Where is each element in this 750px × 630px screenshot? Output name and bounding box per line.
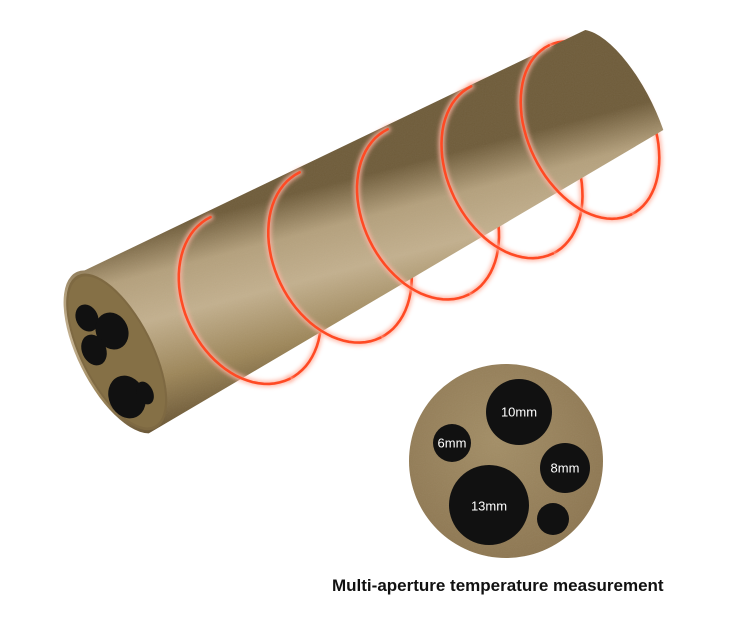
hole-small <box>537 503 569 535</box>
end-hole-5 <box>136 381 154 405</box>
hole-label-13mm: 13mm <box>471 499 507 514</box>
hole-label-8mm: 8mm <box>551 461 580 476</box>
heating-rings-front <box>175 42 635 387</box>
hole-10mm <box>486 379 552 445</box>
end-hole-4 <box>108 375 146 419</box>
end-hole-2 <box>95 312 129 350</box>
heating-ring-3-front <box>355 128 470 301</box>
hole-label-6mm: 6mm <box>438 436 467 451</box>
heating-ring-2-front <box>267 171 382 344</box>
hole-label-10mm: 10mm <box>501 405 537 420</box>
heating-ring-1-front <box>177 215 291 386</box>
heating-ring-5-front <box>519 44 633 221</box>
caption: Multi-aperture temperature measurement <box>332 576 664 595</box>
tube-end-face <box>66 273 168 431</box>
end-hole-3 <box>81 334 107 366</box>
hole-6mm <box>433 424 471 462</box>
end-hole-1 <box>75 304 99 332</box>
heating-ring-4-front <box>440 85 555 260</box>
hole-8mm <box>540 443 590 493</box>
cross-section-diagram: 10mm 6mm 8mm 13mm <box>409 364 603 558</box>
hole-13mm <box>449 465 529 545</box>
